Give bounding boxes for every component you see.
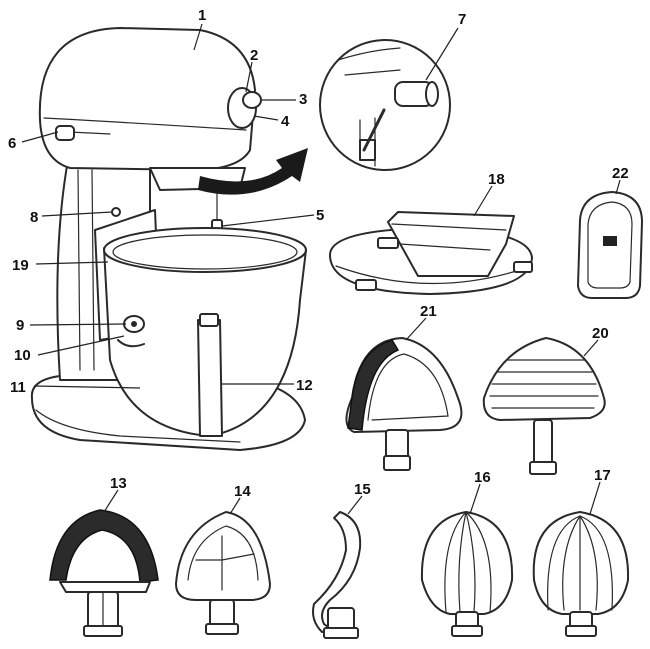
callout-16: 16	[474, 469, 491, 486]
callout-11: 11	[10, 379, 26, 396]
callout-14: 14	[234, 483, 251, 500]
locating-pin	[111, 207, 121, 217]
coated-flex-beater-13	[49, 509, 159, 637]
flat-beater-14	[175, 511, 271, 635]
callout-2: 2	[250, 47, 258, 64]
callout-15: 15	[354, 481, 371, 498]
bowl-handle	[197, 319, 223, 437]
callout-5: 5	[316, 207, 324, 224]
bowl-lift-lever	[117, 339, 145, 348]
callout-7: 7	[458, 11, 466, 28]
callout-4: 4	[281, 113, 290, 130]
bowl-scraper-22	[577, 191, 643, 299]
callout-9: 9	[16, 317, 24, 334]
callout-12: 12	[296, 377, 313, 394]
callout-20: 20	[592, 325, 609, 342]
callout-8: 8	[30, 209, 38, 226]
hub-cover	[242, 91, 262, 109]
pouring-shield	[329, 211, 533, 295]
callout-17: 17	[594, 467, 611, 484]
stand-mixer	[30, 27, 308, 451]
detail-inset	[319, 39, 451, 171]
detail-circle	[319, 39, 451, 171]
pouring-chute	[387, 211, 515, 277]
callout-18: 18	[488, 171, 505, 188]
elliptical-whip-17	[532, 511, 630, 637]
leader-lines	[21, 23, 621, 515]
callout-21: 21	[420, 303, 437, 320]
pastry-beater-20	[482, 337, 606, 475]
callout-6: 6	[8, 135, 16, 152]
flex-edge-beater-21	[345, 337, 463, 471]
dough-hook-15	[312, 511, 362, 639]
callout-13: 13	[110, 475, 127, 492]
callout-22: 22	[612, 165, 629, 182]
callout-1: 1	[198, 7, 206, 24]
wire-whip-16	[420, 511, 514, 637]
mixer-head	[38, 27, 256, 171]
callout-3: 3	[299, 91, 307, 108]
callout-19: 19	[12, 257, 29, 274]
speed-control-lever	[55, 125, 75, 141]
callout-labels: 1 2 3 4 5 6 7 8 19 9 10 11 12 18 22 21 2…	[8, 7, 629, 500]
direction-arrow	[198, 148, 308, 195]
callout-10: 10	[14, 347, 31, 364]
